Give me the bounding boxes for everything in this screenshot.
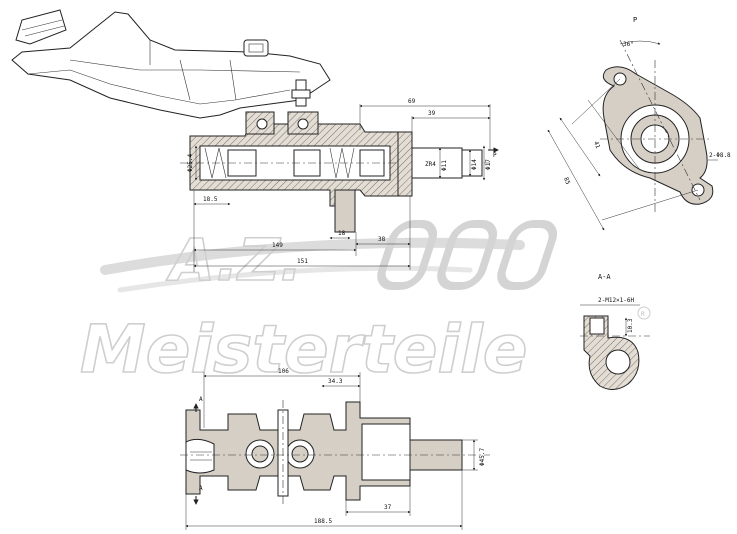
section-mark-a-bottom: A — [199, 485, 203, 492]
dim-149: 149 — [272, 242, 283, 249]
dim-45-7: Φ45.7 — [479, 448, 486, 466]
reservoir-ports — [245, 111, 319, 135]
section-a-a: A-A 2-M12×1-6H 10.3 — [580, 273, 650, 390]
bottom-outlet-ports — [245, 400, 315, 506]
section-mark-a-top: A — [199, 396, 203, 403]
reservoir-nipple — [291, 79, 311, 107]
section-aa-10-3: 10.3 — [627, 318, 634, 333]
watermark-pill-mark — [377, 220, 558, 290]
top-dimension-texts: 69 39 Φ25.4 18.5 149 151 18 38 ZR4 Φ11 Φ… — [187, 98, 497, 265]
view-p-title: P — [633, 16, 637, 24]
bottom-body — [185, 401, 463, 501]
view-p: P 36° 41 85 2-Φ8.8 — [547, 16, 731, 231]
watermark-logo: A.Z. Meisterteile R — [79, 220, 651, 389]
bottom-view: A A 106 34.3 Φ45.7 37 188.5 — [180, 368, 490, 530]
reservoir-cap — [15, 9, 67, 45]
top-dimension-lines — [193, 104, 499, 272]
dim-188-5: 188.5 — [314, 518, 332, 525]
dim-18: 18 — [338, 230, 346, 237]
cylinder-flange — [397, 131, 483, 197]
dim-106: 106 — [278, 368, 289, 375]
dim-25-4: Φ25.4 — [187, 154, 194, 172]
dim-11: Φ11 — [441, 160, 448, 171]
dim-39: 39 — [428, 110, 436, 117]
dim-34-3: 34.3 — [328, 378, 343, 385]
section-aa-title: A-A — [598, 273, 611, 281]
outlet-boss — [334, 189, 356, 233]
dim-14: Φ14 — [471, 159, 478, 170]
dim-38: 38 — [378, 236, 386, 243]
dim-holes: 2-Φ8.8 — [709, 152, 731, 159]
watermark-brand-main: Meisterteile — [80, 311, 528, 388]
dim-18-5: 18.5 — [203, 196, 218, 203]
dim-41: 41 — [592, 140, 601, 150]
reservoir — [11, 9, 331, 119]
registered-mark-icon — [637, 306, 651, 320]
dim-151: 151 — [297, 258, 308, 265]
level-sensor-connector — [243, 39, 269, 57]
cylinder-section — [180, 111, 490, 233]
dim-17: Φ17 — [485, 159, 492, 170]
dim-angle: 36° — [623, 41, 634, 48]
arrow-p-label: P — [493, 152, 497, 159]
section-aa-thread: 2-M12×1-6H — [598, 297, 635, 304]
watermark-registered: R — [641, 311, 645, 318]
dim-85: 85 — [562, 176, 571, 186]
watermark-brand-top: A.Z. — [166, 226, 302, 294]
dim-37: 37 — [384, 504, 392, 511]
dim-ss: ZR4 — [425, 161, 436, 168]
dim-69: 69 — [408, 98, 416, 105]
